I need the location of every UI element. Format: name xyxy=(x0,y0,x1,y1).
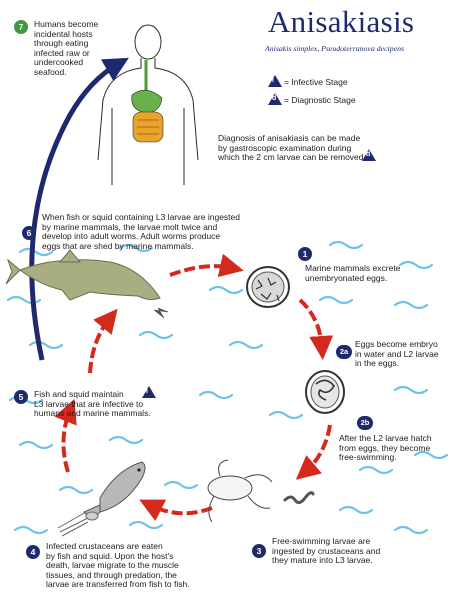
squid-figure xyxy=(58,512,98,536)
step-2a-text: Eggs become embryo in water and L2 larva… xyxy=(355,340,439,369)
step-3-badge: 3 xyxy=(252,544,266,558)
step-5-text: Fish and squid maintain L3 larvae that a… xyxy=(34,390,151,419)
digestive-tract xyxy=(132,60,163,142)
step-3-text: Free-swimming larvae are ingested by cru… xyxy=(272,537,380,566)
arrow-1-to-2a xyxy=(300,300,322,348)
step-2b-text: After the L2 larvae hatch from eggs, the… xyxy=(339,434,432,463)
step-4-text: Infected crustaceans are eaten by fish a… xyxy=(46,542,190,590)
step-2b-badge: 2b xyxy=(357,416,373,430)
step-1-badge: 1 xyxy=(298,247,312,261)
arrow-4-to-5 xyxy=(63,410,70,472)
step-7-badge: 7 xyxy=(14,20,28,34)
step-2a-badge: 2a xyxy=(336,345,352,359)
step-6-text: When fish or squid containing L3 larvae … xyxy=(42,213,240,251)
arrow-3-to-4 xyxy=(150,505,212,513)
triangle-d-icon: d xyxy=(268,93,282,105)
step-1-text: Marine mammals excrete unembryonated egg… xyxy=(305,264,400,283)
unembryonated-egg xyxy=(247,267,289,307)
step-5-badge: 5 xyxy=(14,390,28,404)
triangle-i-icon: i xyxy=(268,75,282,87)
step-4-badge: 4 xyxy=(26,545,40,559)
free-swimming-larva xyxy=(285,493,313,503)
fish-figure xyxy=(84,462,145,520)
diagnostic-stage-icon: d xyxy=(362,149,376,161)
infective-stage-icon: i xyxy=(142,386,156,398)
arrow-5-to-6 xyxy=(90,318,110,373)
step-7-text: Humans become incidental hosts through e… xyxy=(34,20,98,78)
page-subtitle: Anisakis simplex, Pseudoterranova decipe… xyxy=(265,44,404,53)
arrow-6-to-1 xyxy=(170,266,232,275)
legend-infective-label: = Infective Stage xyxy=(284,78,348,88)
embryonated-egg xyxy=(306,371,344,413)
step-6-badge: 6 xyxy=(22,226,36,240)
arrow-2b-to-3 xyxy=(305,425,330,472)
diagnosis-note: Diagnosis of anisakiasis can be made by … xyxy=(218,134,366,163)
legend-diagnostic-label: = Diagnostic Stage xyxy=(284,96,356,106)
page-title: Anisakiasis xyxy=(268,4,414,40)
crustacean-figure xyxy=(208,460,272,522)
